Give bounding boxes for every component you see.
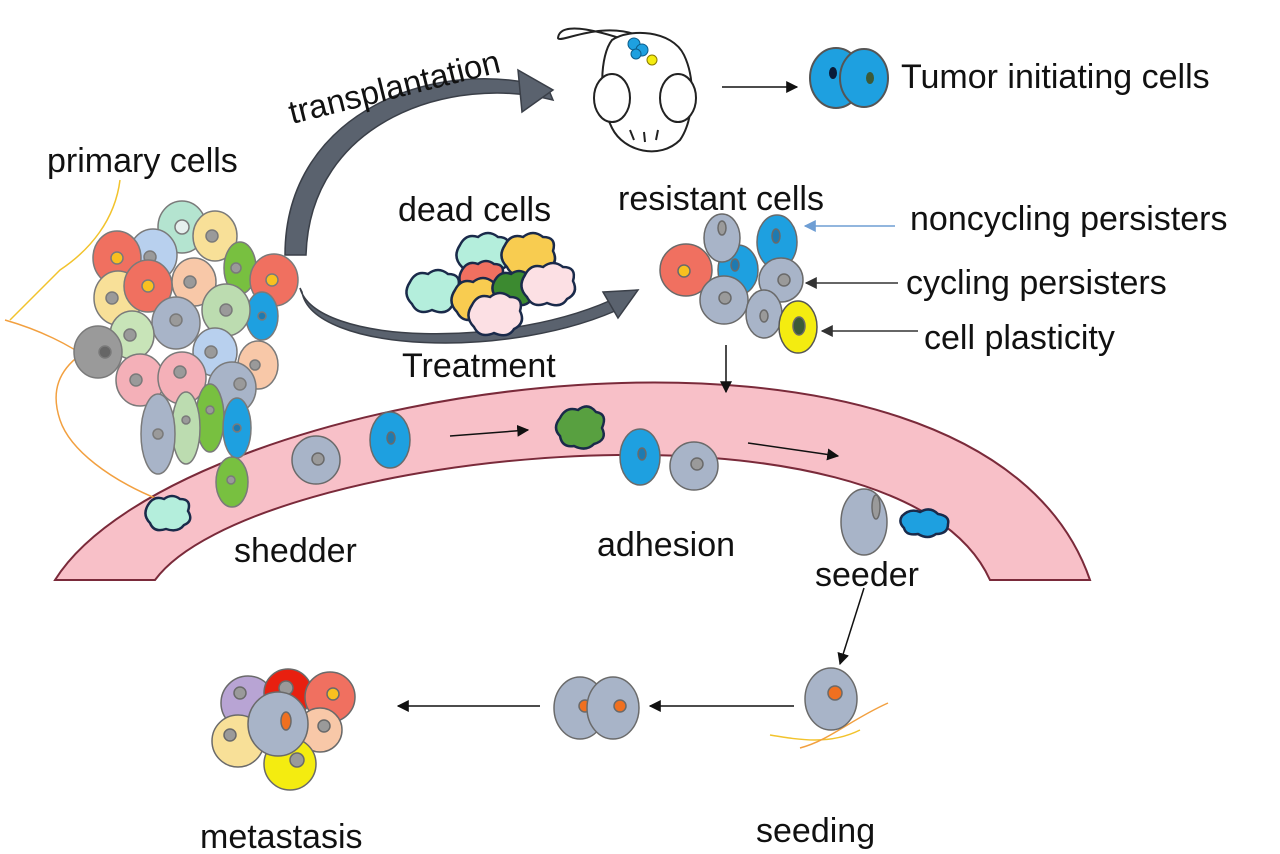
- flow-arrow-1: [449, 424, 530, 437]
- primary-cell-nucleus: [129, 373, 143, 387]
- primary-cell: [171, 391, 201, 465]
- primary-cell-cluster: [73, 200, 299, 508]
- primary-cell-nucleus: [265, 273, 279, 287]
- primary-cell-nucleus: [233, 377, 247, 391]
- seeder-label: seeder: [815, 556, 919, 594]
- adhesion-label: adhesion: [597, 526, 735, 564]
- primary-cell-nucleus: [152, 428, 164, 440]
- dividing-cells: [553, 676, 640, 740]
- primary-cell-nucleus: [181, 415, 191, 425]
- dead-cell-cluster: [405, 231, 577, 337]
- primary-cell-nucleus: [226, 475, 236, 485]
- transplantation-arrow: [284, 77, 555, 256]
- dead-cells-label: dead cells: [398, 191, 551, 229]
- treatment-arrow-head: [601, 289, 640, 320]
- primary-cell-nucleus: [123, 328, 137, 342]
- primary-cell-nucleus: [105, 291, 119, 305]
- mouse-illustration: [556, 27, 697, 153]
- seeding-cell: [804, 667, 858, 731]
- primary-cell-nucleus: [232, 423, 242, 433]
- primary-cell-nucleus: [98, 345, 112, 359]
- primary-cell-nucleus: [204, 345, 218, 359]
- seeding-fibers: [769, 702, 889, 749]
- primary-cell-nucleus: [257, 311, 267, 321]
- resistant-cell-cluster: [659, 213, 818, 354]
- plasticity-label: cell plasticity: [924, 319, 1115, 357]
- flow-arrow-2: [747, 442, 840, 461]
- vessel-dead-cells: [144, 405, 950, 539]
- primary-cell-nucleus: [141, 279, 155, 293]
- primary-cell-nucleus: [169, 313, 183, 327]
- primary-cell-nucleus: [205, 229, 219, 243]
- metastasis-label: metastasis: [200, 818, 363, 854]
- primary-cell-nucleus: [110, 251, 124, 265]
- primary-cell-nucleus: [174, 219, 190, 235]
- noncycling-label: noncycling persisters: [910, 200, 1227, 238]
- primary-cell-nucleus: [173, 365, 187, 379]
- mouse-tumor: [627, 37, 658, 66]
- tumor-initiating-cells: [809, 47, 889, 109]
- treatment-label: Treatment: [402, 347, 556, 385]
- transplantation-arrow-head: [517, 68, 555, 114]
- primary-cell-nucleus: [230, 262, 242, 274]
- primary-cell-nucleus: [183, 275, 197, 289]
- metastasis-cluster: [211, 668, 356, 791]
- vessel-cells: [291, 411, 888, 556]
- shedder-label: shedder: [234, 532, 357, 570]
- primary-cell: [73, 325, 123, 379]
- primary-cell-nucleus: [219, 303, 233, 317]
- seeding-label: seeding: [756, 812, 875, 850]
- seeder-to-seeding-arrow: [837, 587, 865, 666]
- primary-cell-nucleus: [205, 405, 215, 415]
- tumor-initiating-label: Tumor initiating cells: [901, 58, 1210, 96]
- primary-cells-label: primary cells: [47, 142, 238, 180]
- cycling-label: cycling persisters: [906, 264, 1167, 302]
- primary-cell-nucleus: [249, 359, 261, 371]
- blood-vessel: [53, 381, 1092, 581]
- resistant-cells-label: resistant cells: [618, 180, 824, 218]
